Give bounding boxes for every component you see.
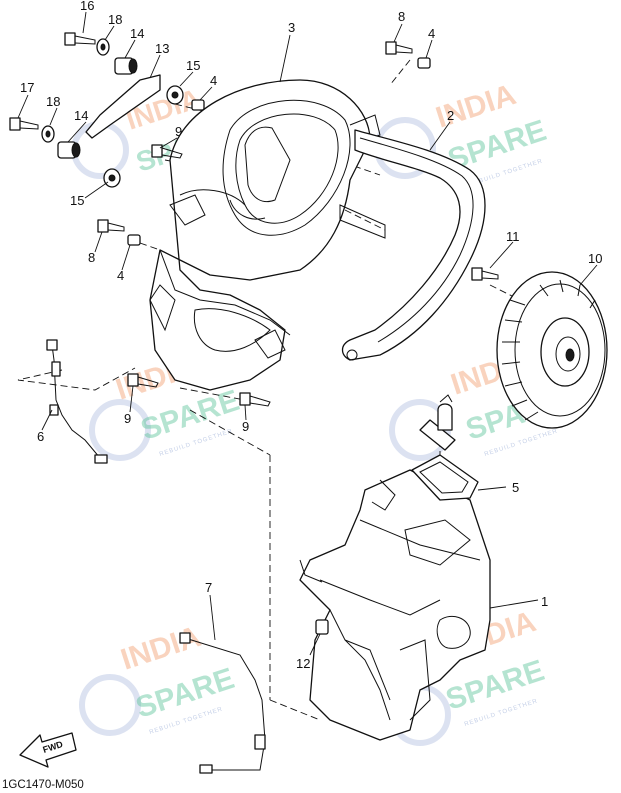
part-6-harness <box>46 339 108 464</box>
collar-4-top-right <box>417 57 431 69</box>
collar-15-lower <box>103 168 121 188</box>
callout-13: 13 <box>155 41 169 56</box>
washer-18-lower <box>41 125 55 143</box>
callout-8-lower: 8 <box>88 250 95 265</box>
bolt-8-upper <box>385 41 413 55</box>
fan-fins <box>501 279 596 421</box>
bolt-16 <box>64 32 96 46</box>
part-1-air-duct <box>299 469 491 741</box>
callout-4-left: 4 <box>117 268 124 283</box>
callout-9-lower-left: 9 <box>124 411 131 426</box>
part-3-fan-shroud <box>149 79 381 391</box>
callout-12: 12 <box>296 656 310 671</box>
leader-lines <box>17 11 598 656</box>
part-7-harness <box>179 632 266 774</box>
callout-4-upper: 4 <box>210 73 217 88</box>
collar-4-upper <box>191 99 205 111</box>
collar-15-upper <box>166 85 184 105</box>
collar-12 <box>315 619 329 635</box>
screw-9-lower-right <box>239 392 271 407</box>
part-2-seal <box>339 129 486 361</box>
part-5-seal-ring <box>411 454 479 501</box>
callout-16: 16 <box>80 0 94 13</box>
callout-1: 1 <box>541 594 548 609</box>
callout-18-upper: 18 <box>108 12 122 27</box>
bolt-11 <box>471 267 499 281</box>
callout-15-lower: 15 <box>70 193 84 208</box>
rubber-mount <box>419 394 456 451</box>
callout-8-upper: 8 <box>398 9 405 24</box>
bolt-17 <box>9 117 39 131</box>
diagram-code: 1GC1470-M050 <box>2 779 84 791</box>
washer-18-upper <box>96 38 110 56</box>
part-10-cooling-fan <box>496 271 608 429</box>
screw-9-upper <box>151 144 183 159</box>
watermark-line1: INDIA <box>117 620 205 677</box>
fwd-arrow-icon: FWD <box>19 732 77 768</box>
damper-14-upper <box>114 57 138 75</box>
watermark-line2: SPARE <box>442 654 548 717</box>
callout-labels: 16 18 14 13 15 4 3 8 4 17 18 14 15 9 2 8… <box>20 0 602 671</box>
watermark-line2: SPARE <box>132 662 238 725</box>
collar-4-left <box>127 234 141 246</box>
callout-14-upper: 14 <box>130 26 144 41</box>
bolt-8-lower <box>97 219 125 233</box>
callout-18-lower: 18 <box>46 94 60 109</box>
callout-14-lower: 14 <box>74 108 88 123</box>
callout-15-upper: 15 <box>186 58 200 73</box>
callout-2: 2 <box>447 108 454 123</box>
bracket-13 <box>85 74 161 139</box>
callout-5: 5 <box>512 480 519 495</box>
callout-3: 3 <box>288 20 295 35</box>
callout-11: 11 <box>506 229 520 244</box>
callout-4-top-right: 4 <box>428 26 435 41</box>
callout-17: 17 <box>20 80 34 95</box>
callout-9-upper: 9 <box>175 124 182 139</box>
callout-10: 10 <box>588 251 602 266</box>
callout-9-lower-right: 9 <box>242 419 249 434</box>
callout-6: 6 <box>37 429 44 444</box>
callout-7: 7 <box>205 580 212 595</box>
damper-14-lower <box>57 141 81 159</box>
